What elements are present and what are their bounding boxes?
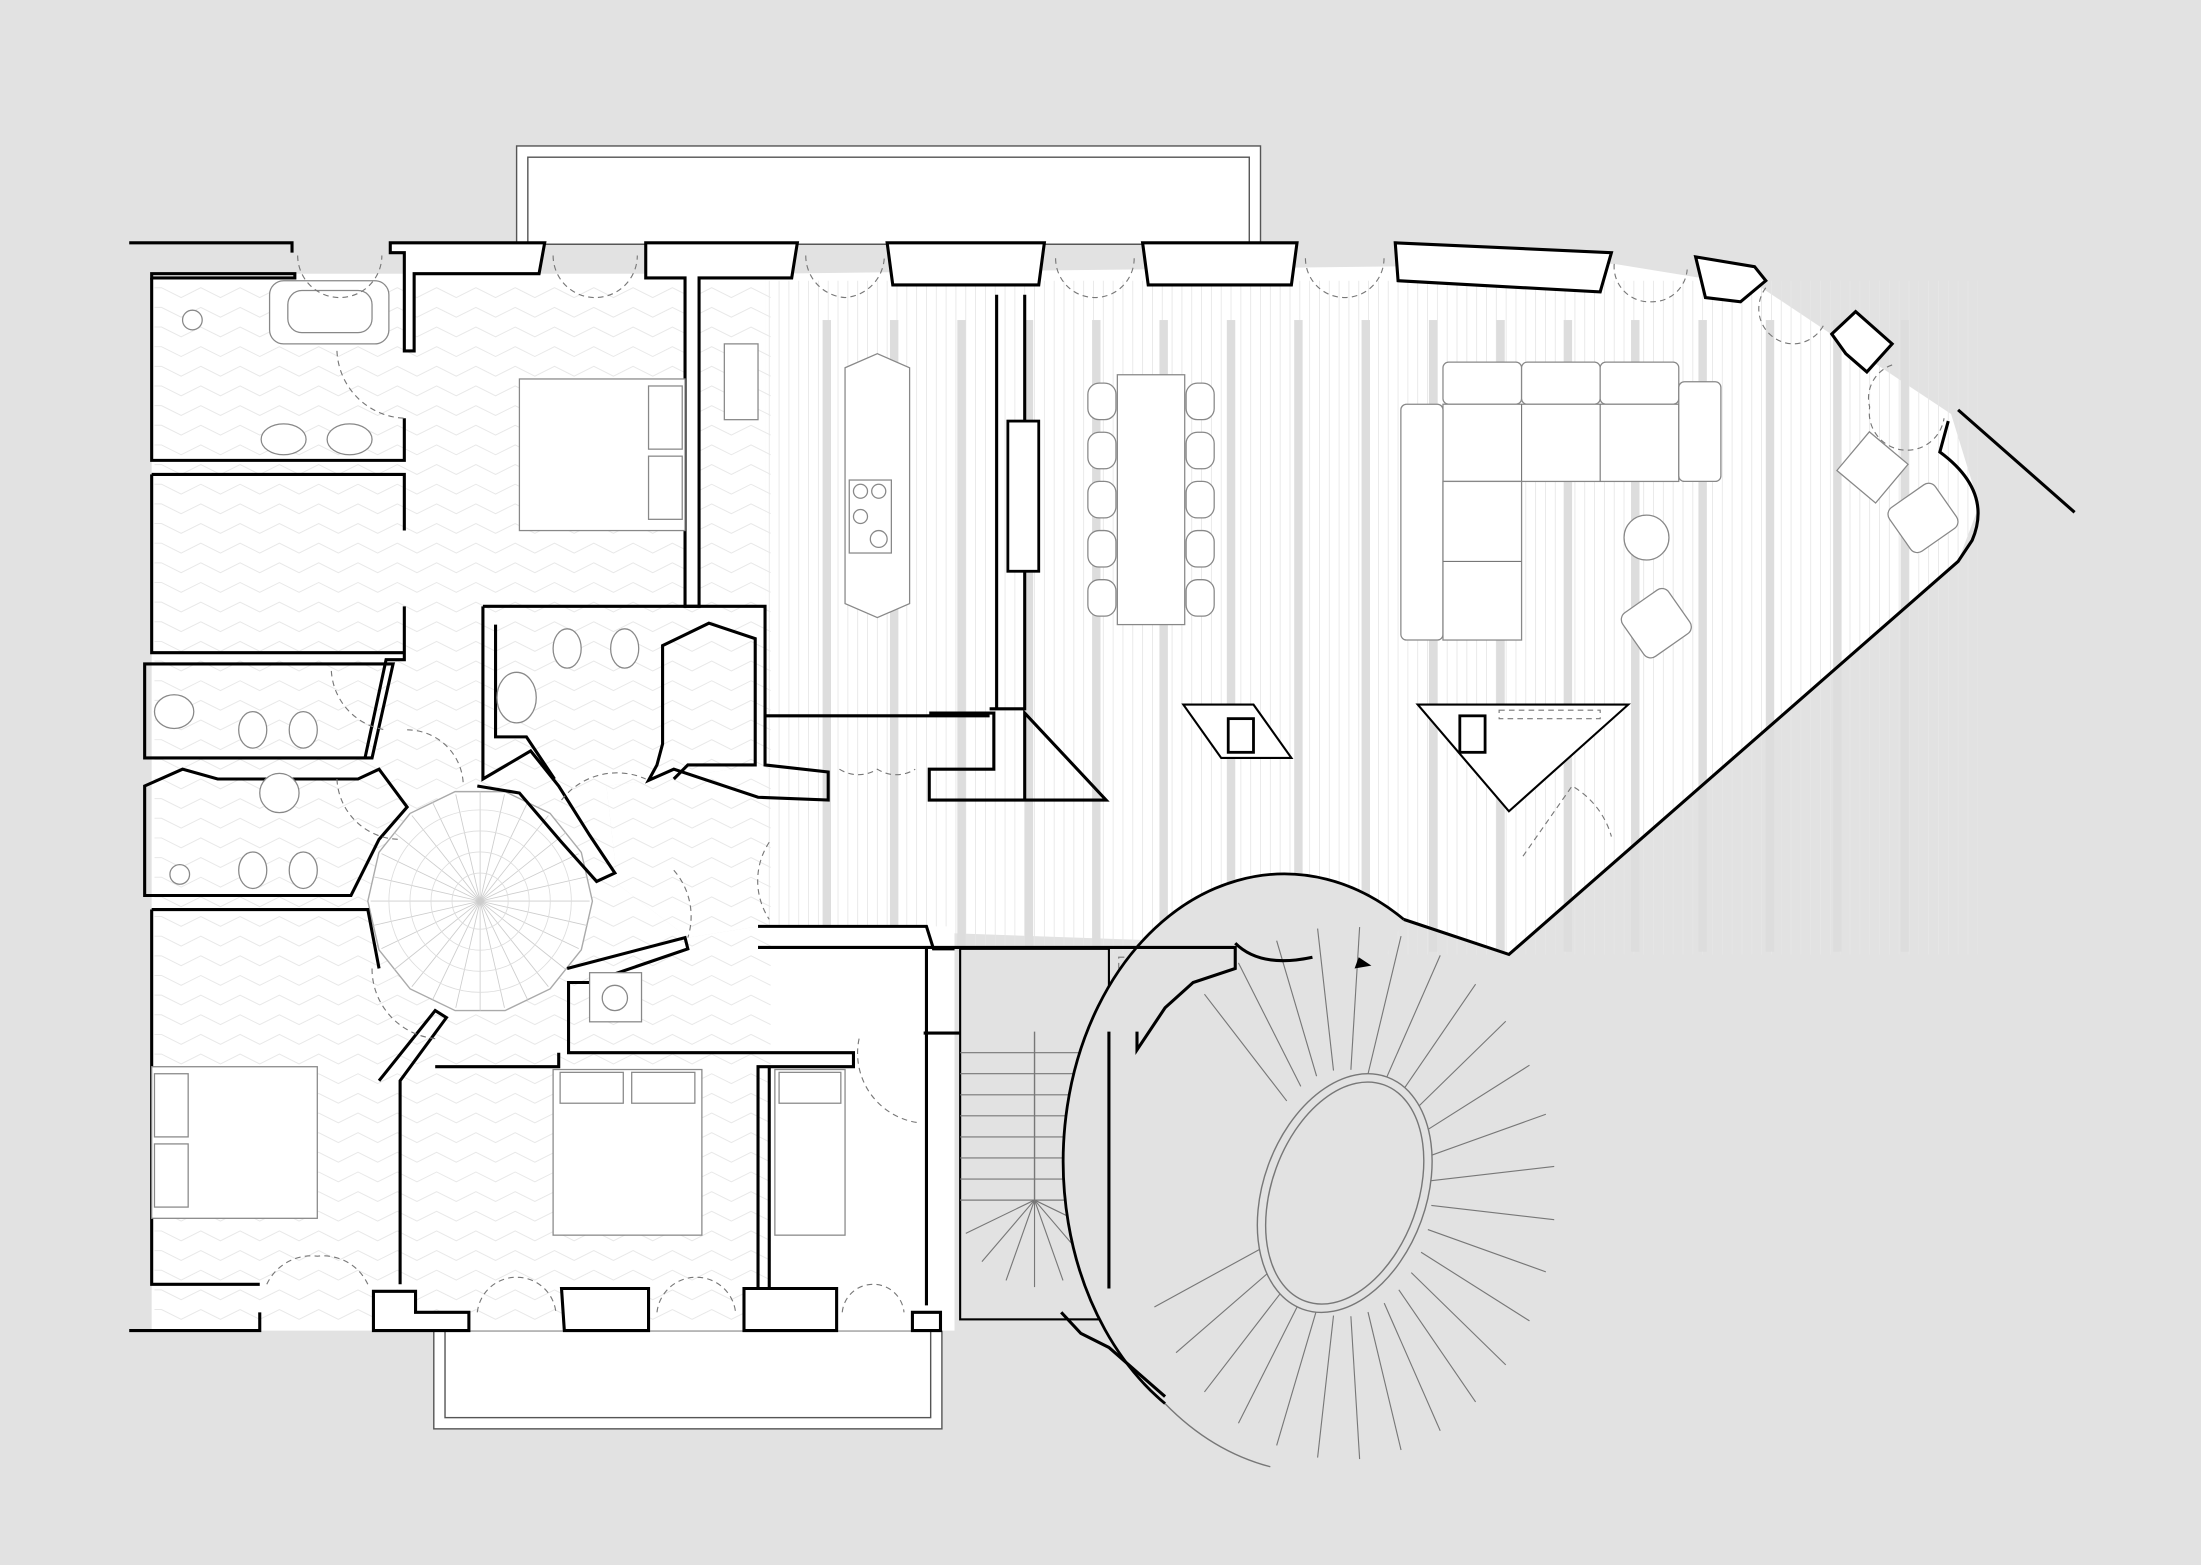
stair-winder (1034, 1199, 1064, 1281)
herringbone-line (154, 562, 771, 574)
doors (266, 255, 1945, 1313)
floorboard-stripe (1226, 320, 1236, 952)
spiral-tread (1317, 928, 1335, 1071)
spiral-tread (1175, 1266, 1276, 1354)
herringbone-line (154, 1250, 771, 1261)
spiral-staircase (1061, 872, 1555, 1468)
stair-winder (965, 1199, 1035, 1234)
spiral-tread (1427, 1113, 1547, 1158)
dining-chair (1185, 579, 1215, 617)
herringbone-line (154, 758, 771, 770)
herringbone-line (154, 680, 771, 692)
herringbone-line (154, 699, 771, 711)
stair-winder (1005, 1199, 1036, 1281)
spiral-tread (1317, 1315, 1335, 1458)
floorboard-stripe (1563, 320, 1573, 952)
herringbone-line (154, 346, 771, 358)
herringbone-line (154, 621, 771, 633)
herringbone-line (154, 1289, 771, 1301)
kitchen-column (1006, 419, 1041, 573)
floorboard-stripe (1361, 320, 1370, 952)
spiral-tread (1398, 1289, 1477, 1403)
floorboard-stripe (957, 320, 966, 952)
dining-chair (1185, 480, 1215, 519)
herringbone-line (154, 287, 771, 299)
herringbone-line (154, 365, 771, 377)
spiral-tread (1204, 993, 1288, 1102)
balcony-top (515, 145, 1262, 245)
spiral-tread (1431, 1165, 1555, 1182)
arrow-icon (1354, 957, 1372, 969)
herringbone-line (154, 306, 771, 318)
floorboard-stripe (1765, 320, 1775, 952)
dining-chair (1185, 431, 1215, 470)
spiral-tread (1350, 927, 1361, 1070)
dining-table (1116, 374, 1186, 626)
spiral-tread (1427, 1229, 1547, 1273)
floorboard-stripe (1900, 320, 1909, 952)
rotunda-pattern-ring (409, 830, 551, 972)
herringbone-line (154, 1053, 771, 1065)
herringbone-line (154, 542, 771, 554)
floorboard-stripe (1092, 320, 1101, 952)
dining-chair (1185, 382, 1215, 421)
side-table (1835, 430, 1909, 504)
interior-walls (143, 277, 1313, 1398)
balcony-bottom (433, 1329, 943, 1430)
coffee-table (1623, 514, 1670, 561)
dining-chair (1087, 382, 1117, 421)
spiral-tread (1276, 1309, 1318, 1446)
rotunda-pattern-ring (388, 809, 572, 993)
armchair (1887, 482, 1959, 554)
spiral-tread (1410, 1020, 1507, 1114)
rotunda-pattern-ring (430, 851, 530, 951)
spiral-tread (1383, 1302, 1441, 1431)
spiral-tread (1276, 940, 1318, 1077)
dining-chair (1185, 529, 1215, 568)
floorboard-stripe (822, 320, 832, 952)
floorboard-stripe (889, 320, 899, 952)
herringbone-line (154, 1269, 771, 1281)
sofa (1400, 361, 1722, 641)
dining-chair (1087, 579, 1117, 617)
floorboard-stripe (1698, 320, 1707, 952)
herringbone-line (154, 326, 771, 338)
spiral-tread (1367, 935, 1402, 1075)
spiral-tread (1237, 1299, 1302, 1424)
spiral-tread (1237, 962, 1302, 1087)
bedroom-wing-floor (151, 273, 955, 1331)
floorboard-stripe (1833, 320, 1842, 952)
floorboards (768, 280, 1979, 955)
herringbone-line (154, 1014, 771, 1026)
stair-winder (981, 1199, 1035, 1262)
floorboard-stripe (1159, 320, 1168, 952)
armchair (1620, 587, 1692, 659)
spiral-tread (1431, 1204, 1555, 1221)
dining-chair (1087, 480, 1117, 519)
spiral-tread (1154, 1245, 1267, 1308)
herringbone-line (154, 1033, 771, 1045)
spiral-tread (1350, 1316, 1361, 1460)
herringbone-line (154, 778, 771, 790)
spiral-tread (1410, 1272, 1507, 1366)
floorboard-stripe (1024, 320, 1034, 952)
spiral-tread (1420, 1251, 1530, 1322)
spiral-tread (1398, 983, 1477, 1097)
floorboard-stripe (1294, 320, 1303, 952)
spiral-tread (1383, 955, 1441, 1084)
spiral-tread (1367, 1311, 1402, 1451)
herringbone-line (154, 581, 771, 593)
kitchen-sink (723, 343, 759, 421)
rotunda-pattern-ring (451, 872, 509, 930)
furniture (151, 280, 1959, 1236)
rotunda (367, 790, 594, 1012)
exterior-walls (129, 241, 2076, 1333)
dining-chair (1087, 431, 1117, 470)
spiral-tread (1420, 1064, 1530, 1135)
dining-chair (1087, 529, 1117, 568)
spiral-tread (1204, 1284, 1288, 1393)
